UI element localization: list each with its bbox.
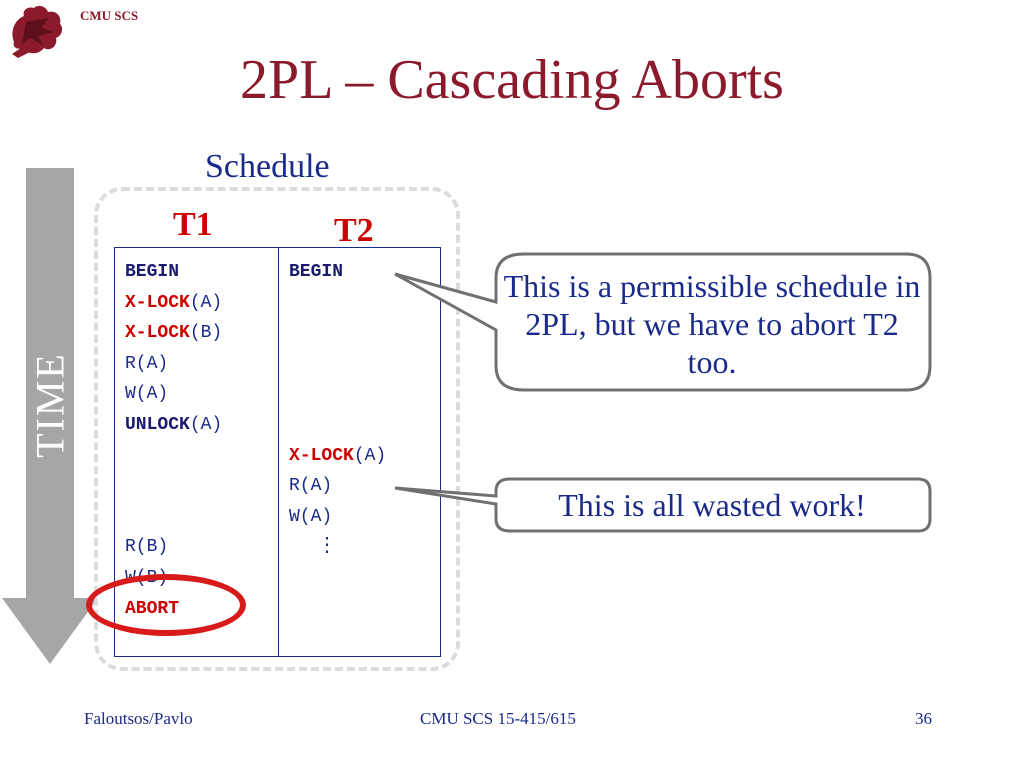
brand-label: CMU SCS	[80, 8, 139, 23]
schedule-subtitle: Schedule	[205, 148, 330, 185]
schedule-op-t2-9: ⋮	[289, 532, 430, 563]
time-arrow	[2, 168, 98, 664]
column-header-t2: T2	[334, 212, 374, 249]
slide-title: 2PL – Cascading Aborts	[240, 49, 784, 111]
footer-authors: Faloutsos/Pavlo	[84, 709, 193, 728]
t2-column: BEGIN X-LOCK(A) R(A) W(A) ⋮	[278, 247, 441, 657]
schedule-op-t1-5: UNLOCK(A)	[125, 410, 268, 441]
op-keyword: BEGIN	[125, 262, 180, 282]
callout-permissible-text: This is a permissible schedule in 2PL, b…	[503, 268, 921, 380]
op-keyword: X-LOCK	[125, 323, 190, 344]
schedule-op-t1-0: BEGIN	[125, 257, 268, 288]
schedule-op-t1-2: X-LOCK(B)	[125, 318, 268, 349]
schedule-op-t1-1: X-LOCK(A)	[125, 288, 268, 319]
schedule-op-t2-10	[289, 563, 430, 594]
column-header-t1: T1	[173, 206, 213, 243]
op-argument: (A)	[189, 292, 223, 313]
op-keyword: X-LOCK	[125, 292, 190, 313]
op-argument: R(A)	[289, 476, 333, 497]
footer-course: CMU SCS 15-415/615	[420, 709, 576, 728]
schedule-op-t2-1	[289, 288, 430, 319]
time-label: TIME	[27, 352, 73, 458]
op-argument: (A)	[189, 414, 223, 435]
op-keyword: X-LOCK	[289, 445, 354, 466]
schedule-op-t2-7: R(A)	[289, 471, 430, 502]
schedule-op-t1-7	[125, 471, 268, 502]
schedule-op-t1-6	[125, 441, 268, 472]
op-argument: R(A)	[125, 353, 169, 374]
schedule-op-t2-8: W(A)	[289, 502, 430, 533]
op-argument: W(A)	[289, 506, 333, 527]
schedule-op-t1-3: R(A)	[125, 349, 268, 380]
footer-page-number: 36	[915, 709, 932, 728]
op-argument: ⋮	[317, 535, 337, 559]
op-argument: R(B)	[125, 537, 169, 558]
schedule-op-t2-4	[289, 379, 430, 410]
callout-wasted-text: This is all wasted work!	[558, 487, 866, 523]
op-argument: (B)	[189, 323, 223, 344]
schedule-op-t2-0: BEGIN	[289, 257, 430, 288]
op-keyword: BEGIN	[289, 262, 344, 282]
op-keyword: UNLOCK	[125, 414, 190, 435]
schedule-op-t2-6: X-LOCK(A)	[289, 441, 430, 472]
schedule-op-t2-5	[289, 410, 430, 441]
abort-highlight-ring	[86, 574, 246, 636]
schedule-op-t1-4: W(A)	[125, 379, 268, 410]
schedule-op-t2-3	[289, 349, 430, 380]
schedule-op-t2-2	[289, 318, 430, 349]
op-argument: (A)	[353, 445, 387, 466]
op-argument: W(A)	[125, 384, 169, 405]
cmu-griffin-logo	[12, 5, 63, 58]
schedule-op-t2-11	[289, 594, 430, 625]
schedule-frame	[94, 187, 460, 671]
schedule-op-t1-9: R(B)	[125, 532, 268, 563]
schedule-op-t1-8	[125, 502, 268, 533]
